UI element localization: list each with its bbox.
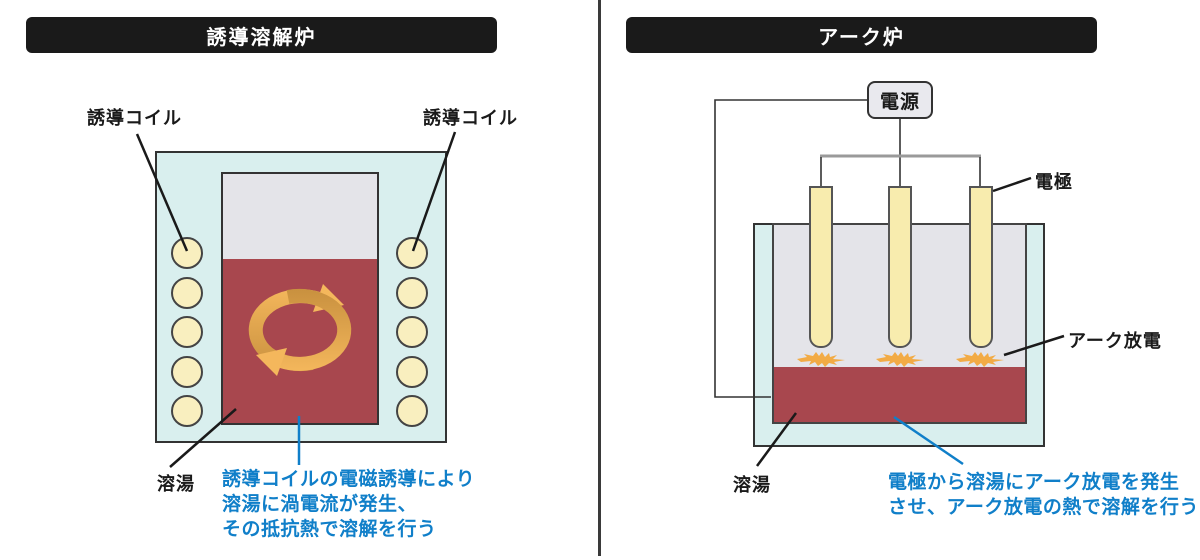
induction-coil-label-left: 誘導コイル bbox=[87, 108, 182, 129]
induction-description-line: その抵抗熱で溶解を行う bbox=[222, 518, 437, 540]
electrode bbox=[969, 186, 993, 348]
induction-coil bbox=[171, 356, 203, 388]
power-supply-label: 電源 bbox=[879, 90, 920, 113]
induction-coil bbox=[171, 237, 203, 269]
induction-coil bbox=[396, 277, 428, 309]
induction-coil bbox=[396, 395, 428, 427]
arc-description: 電極から溶湯にアーク放電を発生 させ、アーク放電の熱で溶解を行う bbox=[888, 470, 1199, 520]
induction-crucible bbox=[221, 172, 379, 425]
induction-coil bbox=[171, 277, 203, 309]
arc-discharge-label: アーク放電 bbox=[1068, 331, 1162, 352]
induction-coil bbox=[396, 316, 428, 348]
induction-coil bbox=[171, 316, 203, 348]
induction-description-line: 誘導コイルの電磁誘導により bbox=[222, 468, 476, 490]
induction-coil bbox=[396, 237, 428, 269]
induction-coil bbox=[171, 395, 203, 427]
charge-material bbox=[223, 174, 377, 259]
induction-description-line: 溶湯に渦電流が発生、 bbox=[222, 493, 418, 515]
power-supply-box: 電源 bbox=[867, 81, 933, 119]
arc-furnace-title: アーク炉 bbox=[626, 17, 1097, 53]
electrode bbox=[888, 186, 912, 348]
induction-description: 誘導コイルの電磁誘導により 溶湯に渦電流が発生、 その抵抗熱で溶解を行う bbox=[222, 467, 475, 542]
molten-metal-right bbox=[774, 367, 1025, 422]
panel-divider bbox=[598, 0, 601, 556]
arc-description-line: させ、アーク放電の熱で溶解を行う bbox=[888, 496, 1199, 518]
electrode-label: 電極 bbox=[1035, 172, 1073, 193]
molten-metal-left bbox=[223, 259, 377, 423]
induction-furnace-title: 誘導溶解炉 bbox=[26, 17, 497, 53]
melt-label-right: 溶湯 bbox=[733, 475, 771, 496]
electrode-leader-line bbox=[992, 176, 1032, 193]
induction-coil-label-right: 誘導コイル bbox=[423, 108, 518, 129]
melt-label-left: 溶湯 bbox=[157, 474, 195, 495]
induction-coil bbox=[396, 356, 428, 388]
arc-description-line: 電極から溶湯にアーク放電を発生 bbox=[888, 471, 1180, 493]
electrode bbox=[809, 186, 833, 348]
